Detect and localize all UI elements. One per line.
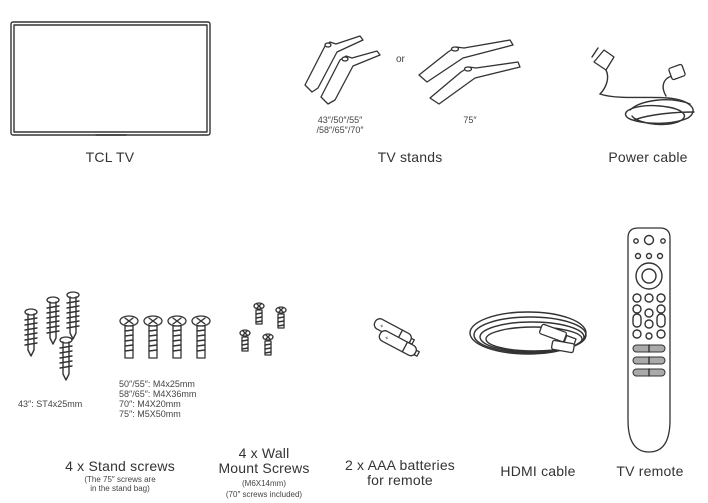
tv-remote-caption: TV remote <box>616 463 684 479</box>
wall-screws-caption: 4 x Wall Mount Screws <box>200 446 328 476</box>
stand-screws-note-line2: in the stand bag) <box>90 484 150 493</box>
wall-screws-caption-line1: 4 x Wall <box>238 445 290 461</box>
wall-screws-note: (70″ screws included) <box>225 490 303 499</box>
stands-small-sizes-line1: 43″/50″/55″ <box>317 115 363 125</box>
stands-caption: TV stands <box>377 149 443 165</box>
svg-text:+: + <box>378 323 384 330</box>
stands-small-sizes-line2: /58″/65″/70″ <box>316 125 364 135</box>
power-cable-caption: Power cable <box>608 149 688 165</box>
stand-screws-spec-3: 70″: M4X20mm <box>119 399 181 409</box>
svg-text:+: + <box>383 335 389 342</box>
batteries-caption-line2: for remote <box>367 472 433 488</box>
stand-screws-spec-1: 50″/55″: M4x25mm <box>119 379 195 389</box>
batteries-caption-line1: 2 x AAA batteries <box>344 457 456 473</box>
wall-screws-caption-line2: Mount Screws <box>218 460 310 476</box>
wall-screws-spec: (M6X14mm) <box>241 479 286 488</box>
stand-screws-note: (The 75″ screws are in the stand bag) <box>60 475 180 493</box>
hdmi-caption: HDMI cable <box>500 463 576 479</box>
batteries-caption: 2 x AAA batteries for remote <box>335 458 465 488</box>
stand-screws-specs: 50″/55″: M4x25mm 58″/65″: M4X36mm 70″: M… <box>119 379 229 419</box>
stand-screws-spec-4: 75″: M5X50mm <box>119 409 181 419</box>
stand-screws-caption: 4 x Stand screws <box>65 458 175 474</box>
tv-caption: TCL TV <box>85 149 135 165</box>
stands-or-label: or <box>396 54 405 65</box>
stands-large-size: 75″ <box>463 115 477 125</box>
stand-screws-43-spec: 43″: ST4x25mm <box>18 399 83 409</box>
stand-screws-note-line1: (The 75″ screws are <box>84 475 156 484</box>
stands-small-sizes: 43″/50″/55″ /58″/65″/70″ <box>300 115 380 135</box>
stand-screws-spec-2: 58″/65″: M4X36mm <box>119 389 197 399</box>
